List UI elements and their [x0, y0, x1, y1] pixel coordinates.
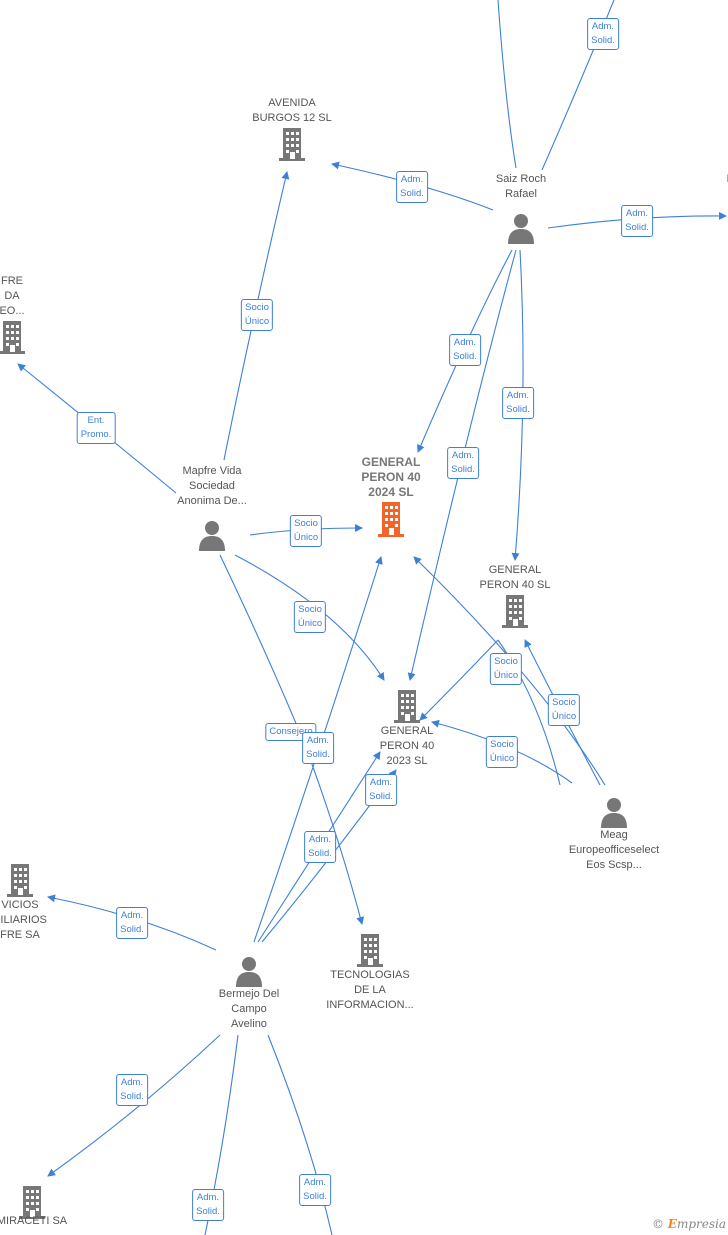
building-icon	[394, 690, 420, 723]
node-mapfre-left[interactable]: FRE DA EO...	[0, 274, 32, 355]
building-icon	[279, 128, 305, 161]
node-label: AVENIDA BURGOS 12 SL	[252, 97, 332, 124]
relation-label[interactable]: Socio Único	[547, 694, 581, 726]
node-right-edge[interactable]: I	[720, 172, 728, 187]
node-label: GENERAL PERON 40 SL	[479, 564, 551, 591]
person-icon	[199, 521, 225, 551]
brand-e-mark: E	[667, 1217, 677, 1231]
relation-label[interactable]: Adm. Solid.	[365, 774, 397, 806]
relation-label[interactable]: Socio Único	[485, 736, 519, 768]
node-mapfre-vida[interactable]: Mapfre Vida Sociedad Anonima De...	[162, 464, 262, 551]
copyright-symbol: ©	[651, 1217, 664, 1231]
relation-label[interactable]: Adm. Solid.	[302, 732, 334, 764]
edge-line	[219, 554, 306, 746]
building-icon-highlighted	[378, 502, 404, 537]
relation-label[interactable]: Adm. Solid.	[621, 205, 653, 237]
building-icon	[0, 321, 25, 354]
brand-name: mpresia	[676, 1217, 726, 1231]
relation-label[interactable]: Adm. Solid.	[116, 907, 148, 939]
edge-line	[419, 639, 499, 721]
edge-line	[407, 249, 517, 681]
building-icon	[357, 934, 383, 967]
relation-label[interactable]: Adm. Solid.	[502, 387, 534, 419]
person-icon	[601, 798, 627, 828]
edge-line	[47, 1034, 221, 1177]
relation-label[interactable]: Ent. Promo.	[76, 412, 116, 444]
node-bermejo[interactable]: Bermejo Del Campo Avelino	[204, 955, 294, 1032]
relation-label[interactable]: Socio Único	[240, 299, 274, 331]
node-label: GENERAL PERON 40 2023 SL	[379, 725, 435, 767]
relation-label[interactable]: Adm. Solid.	[116, 1074, 148, 1106]
node-label: I	[726, 172, 728, 187]
node-label: Meag Europeofficeselect Eos Scsp...	[568, 829, 660, 871]
relation-label[interactable]: Adm. Solid.	[449, 334, 481, 366]
building-icon	[7, 864, 33, 897]
node-tecnologias[interactable]: TECNOLOGIAS DE LA INFORMACION...	[320, 932, 420, 1013]
building-icon	[502, 595, 528, 628]
node-general-peron-2024[interactable]: GENERAL PERON 40 2024 SL	[346, 455, 436, 538]
relation-label[interactable]: Socio Único	[289, 515, 323, 547]
empresia-brand[interactable]: © Empresia	[652, 1217, 726, 1231]
relation-label[interactable]: Adm. Solid.	[304, 831, 336, 863]
node-label: Saiz Roch Rafael	[495, 173, 547, 200]
person-icon	[508, 214, 534, 244]
node-label: GENERAL PERON 40 2024 SL	[361, 455, 421, 499]
node-general-peron-2023[interactable]: GENERAL PERON 40 2023 SL	[362, 688, 452, 769]
edge-line	[304, 744, 365, 925]
node-meag[interactable]: Meag Europeofficeselect Eos Scsp...	[556, 796, 672, 873]
node-general-peron-40[interactable]: GENERAL PERON 40 SL	[470, 563, 560, 629]
relation-label[interactable]: Adm. Solid.	[447, 447, 479, 479]
edge-line	[497, 0, 517, 169]
relation-label[interactable]: Adm. Solid.	[587, 18, 619, 50]
person-icon	[236, 957, 262, 987]
relation-label[interactable]: Adm. Solid.	[396, 171, 428, 203]
relation-label[interactable]: Adm. Solid.	[299, 1174, 331, 1206]
node-label: TECNOLOGIAS DE LA INFORMACION...	[326, 969, 414, 1011]
node-label: VICIOS BILIARIOS FRE SA	[0, 899, 47, 941]
node-label: Mapfre Vida Sociedad Anonima De...	[177, 465, 247, 507]
relation-label[interactable]: Socio Único	[489, 653, 523, 685]
edge-line	[267, 1034, 333, 1235]
edge-line	[413, 556, 606, 786]
node-saiz[interactable]: Saiz Roch Rafael	[476, 172, 566, 244]
relation-label[interactable]: Socio Único	[293, 601, 327, 633]
node-servicios[interactable]: VICIOS BILIARIOS FRE SA	[0, 862, 52, 943]
relation-label[interactable]: Adm. Solid.	[192, 1189, 224, 1221]
node-miraceti[interactable]: MIRACETI SA	[0, 1184, 68, 1229]
node-label: Bermejo Del Campo Avelino	[218, 988, 280, 1030]
node-avenida[interactable]: AVENIDA BURGOS 12 SL	[238, 96, 346, 162]
node-label: MIRACETI SA	[0, 1215, 68, 1227]
node-label: FRE DA EO...	[0, 275, 25, 317]
